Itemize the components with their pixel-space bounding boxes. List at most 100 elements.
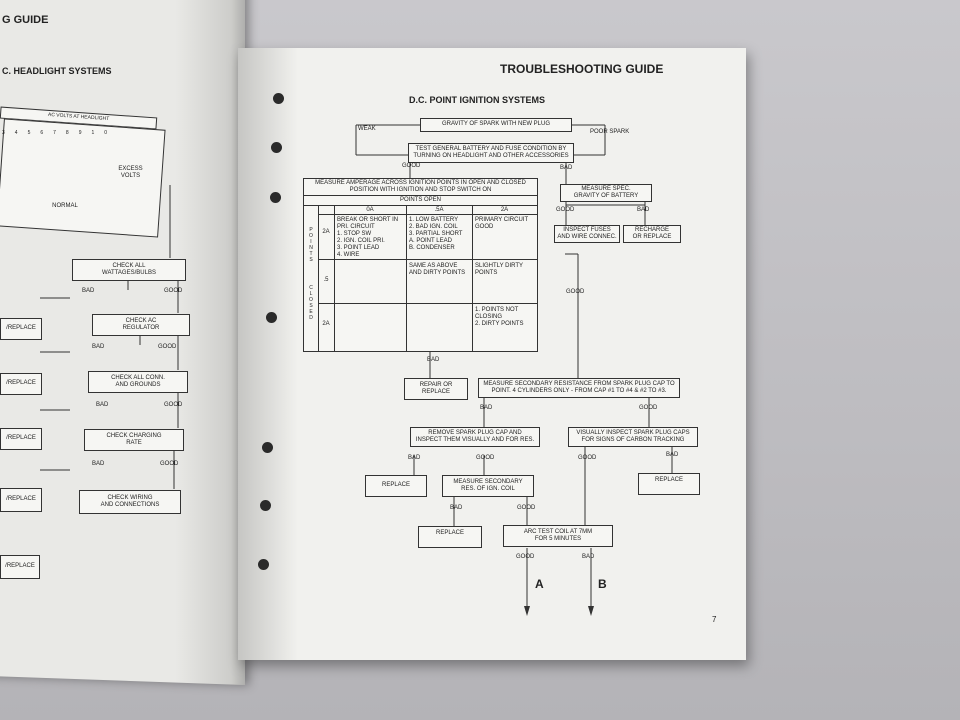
check-regulator-text: CHECK AC REGULATOR [122, 318, 160, 331]
check-connections-text: CHECK ALL CONN. AND GROUNDS [111, 375, 165, 388]
test-battery-text: TEST GENERAL BATTERY AND FUSE CONDITION … [413, 146, 569, 159]
left-replace-3-text: /REPLACE [6, 435, 36, 441]
bad-label-3: BAD [427, 357, 440, 363]
scale-4: 4 [14, 130, 28, 136]
check-connections-box: CHECK ALL CONN. AND GROUNDS [88, 371, 188, 393]
replace-box-2: REPLACE [638, 473, 700, 495]
bad-label-4: BAD [480, 405, 493, 411]
check-charging-text: CHECK CHARGING RATE [106, 433, 162, 446]
scale-3: 3 [2, 130, 15, 136]
left-replace-2-text: /REPLACE [6, 380, 36, 386]
repair-or-replace-box: REPAIR OR REPLACE [404, 378, 468, 400]
left-replace-1: /REPLACE [0, 318, 42, 340]
cell-break-or-short: BREAK OR SHORT IN PRI. CIRCUIT 1. STOP S… [337, 217, 399, 258]
visually-inspect-caps-box: VISUALLY INSPECT SPARK PLUG CAPS FOR SIG… [568, 427, 698, 447]
scale-9: 9 [78, 130, 92, 136]
binder-hole-5 [262, 442, 273, 453]
cell-primary-circuit-good: PRIMARY CIRCUIT GOOD [475, 217, 529, 230]
left-page-header: G GUIDE [2, 14, 49, 26]
left-good-3: GOOD [164, 402, 183, 408]
bad-label-8: BAD [582, 554, 595, 560]
good-label-1: GOOD [402, 163, 421, 169]
row-label-2a: 2A [322, 229, 330, 235]
col-header-0a: 0A [366, 207, 374, 213]
poor-spark-label: POOR SPARK [590, 129, 630, 135]
arrow-label-a: A [535, 577, 544, 591]
binder-hole-3 [270, 192, 281, 203]
good-label-3: GOOD [566, 289, 585, 295]
left-replace-2: /REPLACE [0, 373, 42, 395]
left-bad-3: BAD [96, 402, 109, 408]
check-wattages-box: CHECK ALL WATTAGES/BULBS [72, 259, 186, 281]
good-label-4: GOOD [639, 405, 658, 411]
side-label-closed: C L O S E D [309, 285, 313, 321]
left-bad-4: BAD [92, 461, 105, 467]
left-replace-4: /REPLACE [0, 488, 42, 512]
check-wiring-text: CHECK WIRING AND CONNECTIONS [100, 495, 160, 508]
remove-spark-plug-cap-text: REMOVE SPARK PLUG CAP AND INSPECT THEM V… [415, 430, 535, 443]
left-normal-label: NORMAL [52, 203, 78, 209]
right-page-gutter-shadow [238, 48, 298, 660]
scale-7: 7 [53, 130, 66, 136]
cell-slightly-dirty: SLIGHTLY DIRTY POINTS [475, 263, 524, 276]
recharge-text: RECHARGE OR REPLACE [632, 227, 672, 240]
good-label-2: GOOD [556, 207, 575, 213]
left-replace-5: /REPLACE [0, 555, 40, 579]
bad-label-7: BAD [450, 505, 463, 511]
binder-hole-1 [273, 93, 284, 104]
measure-res-coil-text: MEASURE SECONDARY RES. OF IGN. COIL [453, 479, 523, 492]
left-page-section-title: C. HEADLIGHT SYSTEMS [2, 66, 112, 76]
left-replace-1-text: /REPLACE [6, 325, 36, 331]
inspect-fuses-box: INSPECT FUSES AND WIRE CONNEC. [554, 225, 620, 243]
inspect-fuses-text: INSPECT FUSES AND WIRE CONNEC. [557, 227, 617, 240]
cell-same-as-above: SAME AS ABOVE AND DIRTY POINTS [409, 263, 466, 276]
left-bad-2: BAD [92, 344, 105, 350]
amperage-table: MEASURE AMPERAGE ACROSS IGNITION POINTS … [303, 178, 538, 352]
binder-hole-2 [271, 142, 282, 153]
left-excess-label: EXCESS VOLTS [118, 166, 143, 179]
left-good-2: GOOD [158, 344, 177, 350]
weak-label: WEAK [358, 126, 376, 132]
check-regulator-box: CHECK AC REGULATOR [92, 314, 190, 336]
binder-hole-7 [258, 559, 269, 570]
left-volts-scale: 345678910 [2, 123, 162, 137]
good-label-5: GOOD [476, 455, 495, 461]
measure-secondary-resistance-text: MEASURE SECONDARY RESISTANCE FROM SPARK … [483, 381, 675, 394]
scale-8: 8 [65, 130, 79, 136]
arc-test-coil-box: ARC TEST COIL AT 7MM FOR 5 MINUTES [503, 525, 613, 547]
left-good-4: GOOD [160, 461, 179, 467]
recharge-box: RECHARGE OR REPLACE [623, 225, 681, 243]
scale-5: 5 [27, 130, 41, 136]
visually-inspect-caps-text: VISUALLY INSPECT SPARK PLUG CAPS FOR SIG… [576, 430, 690, 443]
check-wattages-text: CHECK ALL WATTAGES/BULBS [102, 263, 156, 276]
scale-6: 6 [40, 130, 54, 136]
replace-box-1: REPLACE [365, 475, 427, 497]
measure-res-coil-box: MEASURE SECONDARY RES. OF IGN. COIL [442, 475, 534, 497]
replace-text-3: REPLACE [435, 530, 464, 536]
row-label-05: .5 [323, 277, 329, 283]
left-replace-3: /REPLACE [0, 428, 42, 450]
side-label-points: P O I N T S [309, 227, 313, 263]
bad-label-6: BAD [666, 452, 679, 458]
repair-or-replace-text: REPAIR OR REPLACE [419, 382, 453, 395]
page-number: 7 [712, 615, 717, 624]
bad-label-2: BAD [637, 207, 650, 213]
good-label-6: GOOD [578, 455, 597, 461]
check-charging-box: CHECK CHARGING RATE [84, 429, 184, 451]
amperage-table-header: MEASURE AMPERAGE ACROSS IGNITION POINTS … [315, 180, 526, 193]
remove-spark-plug-cap-box: REMOVE SPARK PLUG CAP AND INSPECT THEM V… [410, 427, 540, 447]
gravity-of-spark-text: GRAVITY OF SPARK WITH NEW PLUG [441, 121, 550, 127]
col-header-2a: 2A [500, 207, 509, 213]
arrow-label-b: B [598, 577, 607, 591]
points-open-label: POINTS OPEN [399, 197, 441, 203]
test-battery-box: TEST GENERAL BATTERY AND FUSE CONDITION … [408, 143, 574, 163]
row-label-2a-closed: 2A [322, 321, 330, 327]
col-header-05a: .5A [434, 207, 444, 213]
binder-hole-6 [260, 500, 271, 511]
cell-points-not-closing: 1. POINTS NOT CLOSING 2. DIRTY POINTS [475, 307, 524, 327]
good-label-8: GOOD [516, 554, 535, 560]
measure-spec-gravity-box: MEASURE SPEC. GRAVITY OF BATTERY [560, 184, 652, 202]
bad-label-5: BAD [408, 455, 421, 461]
gravity-of-spark-box: GRAVITY OF SPARK WITH NEW PLUG [420, 118, 572, 132]
